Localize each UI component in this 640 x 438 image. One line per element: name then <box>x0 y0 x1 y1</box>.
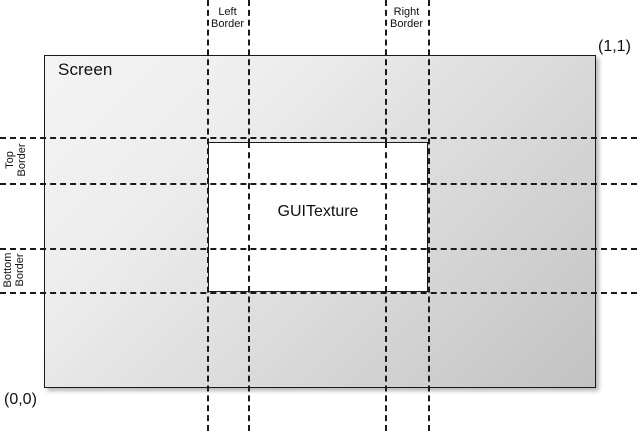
guide-line-top-border-inner <box>0 183 637 185</box>
screen-label: Screen <box>58 60 113 79</box>
guide-line-top-border-outer <box>0 137 637 139</box>
guide-line-bottom-border-inner <box>0 248 637 250</box>
guitexture-label: GUITexture <box>277 203 359 220</box>
top-border-label-line2: Border <box>16 143 28 177</box>
top-border-label: Top Border <box>4 137 28 183</box>
guide-line-right-border-outer <box>428 0 430 431</box>
guitexture-rectangle <box>208 142 428 292</box>
guide-line-bottom-border-outer <box>0 292 637 294</box>
top-border-label-line1: Top <box>4 151 16 169</box>
left-border-label-line1: Left <box>218 6 237 18</box>
right-border-label-line2: Border <box>389 18 424 30</box>
guide-line-left-border-inner-overlay <box>248 142 250 292</box>
bottom-border-label-line2: Border <box>14 253 26 287</box>
bottom-border-label-line1: Bottom <box>2 252 14 288</box>
bottom-border-label: Bottom Border <box>2 248 26 292</box>
left-border-label-line2: Border <box>210 18 245 30</box>
coordinate-label-top-right: (1,1) <box>598 38 631 55</box>
left-border-label: Left Border <box>207 6 248 30</box>
right-border-label-line1: Right <box>393 6 420 18</box>
guide-line-right-border-inner-overlay <box>385 142 387 292</box>
coordinate-label-bottom-left: (0,0) <box>4 391 37 408</box>
right-border-label: Right Border <box>385 6 428 30</box>
